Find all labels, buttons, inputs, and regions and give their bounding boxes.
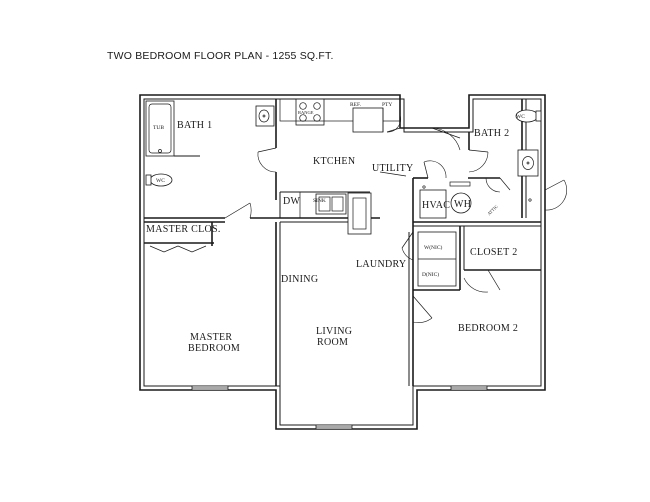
svg-text:SINK: SINK (313, 198, 326, 204)
exterior-walls (139, 94, 546, 430)
bath2-sink (517, 149, 539, 177)
svg-text:WC: WC (156, 178, 165, 184)
label-master-closet: MASTER CLOS. (146, 224, 221, 235)
attic-access: ATTIC (486, 204, 499, 217)
kitchen-counter-top (279, 98, 401, 122)
label-closet2: CLOSET 2 (470, 247, 518, 258)
bath2-marker (528, 198, 532, 202)
windows (191, 385, 488, 430)
label-wh: WH (454, 199, 471, 210)
svg-text:W(NIC): W(NIC) (424, 244, 442, 251)
label-dining: DINING (281, 274, 318, 285)
label-bedroom2: BEDROOM 2 (458, 323, 518, 334)
refrigerator: REF. PTY (350, 102, 392, 133)
hvac-unit (419, 189, 447, 219)
toilet-1: WC (145, 173, 173, 187)
label-laundry: LAUNDRY (356, 259, 406, 270)
svg-text:ATTIC: ATTIC (486, 204, 499, 217)
kitchen-sink: SINK (313, 193, 347, 215)
label-utility: UTILITY (372, 163, 414, 174)
label-master-1: MASTER (190, 332, 232, 343)
toilet-2: WC (515, 109, 542, 123)
label-bath1: BATH 1 (177, 120, 212, 131)
svg-text:PTY: PTY (382, 102, 392, 108)
tub-fixture: TUB (145, 100, 200, 157)
doors (149, 114, 568, 323)
label-bath2: BATH 2 (474, 128, 509, 139)
svg-text:RANGE: RANGE (298, 110, 314, 115)
plan-title: TWO BEDROOM FLOOR PLAN - 1255 SQ.FT. (107, 50, 334, 62)
svg-text:D(NIC): D(NIC) (422, 271, 439, 278)
bath1-sink (255, 105, 275, 127)
label-living-2: ROOM (317, 337, 348, 348)
svg-text:WC: WC (516, 114, 525, 120)
label-master-2: BEDROOM (188, 343, 240, 354)
label-living-1: LIVING (316, 326, 352, 337)
label-hvac: HVAC (422, 200, 450, 211)
svg-text:TUB: TUB (153, 125, 164, 131)
svg-text:REF.: REF. (350, 102, 362, 108)
label-kitchen: KTCHEN (313, 156, 355, 167)
water-heater (449, 181, 472, 214)
washer-dryer: W(NIC) D(NIC) (417, 231, 457, 287)
label-dw: DW (283, 196, 301, 207)
utility-marker (422, 185, 426, 189)
